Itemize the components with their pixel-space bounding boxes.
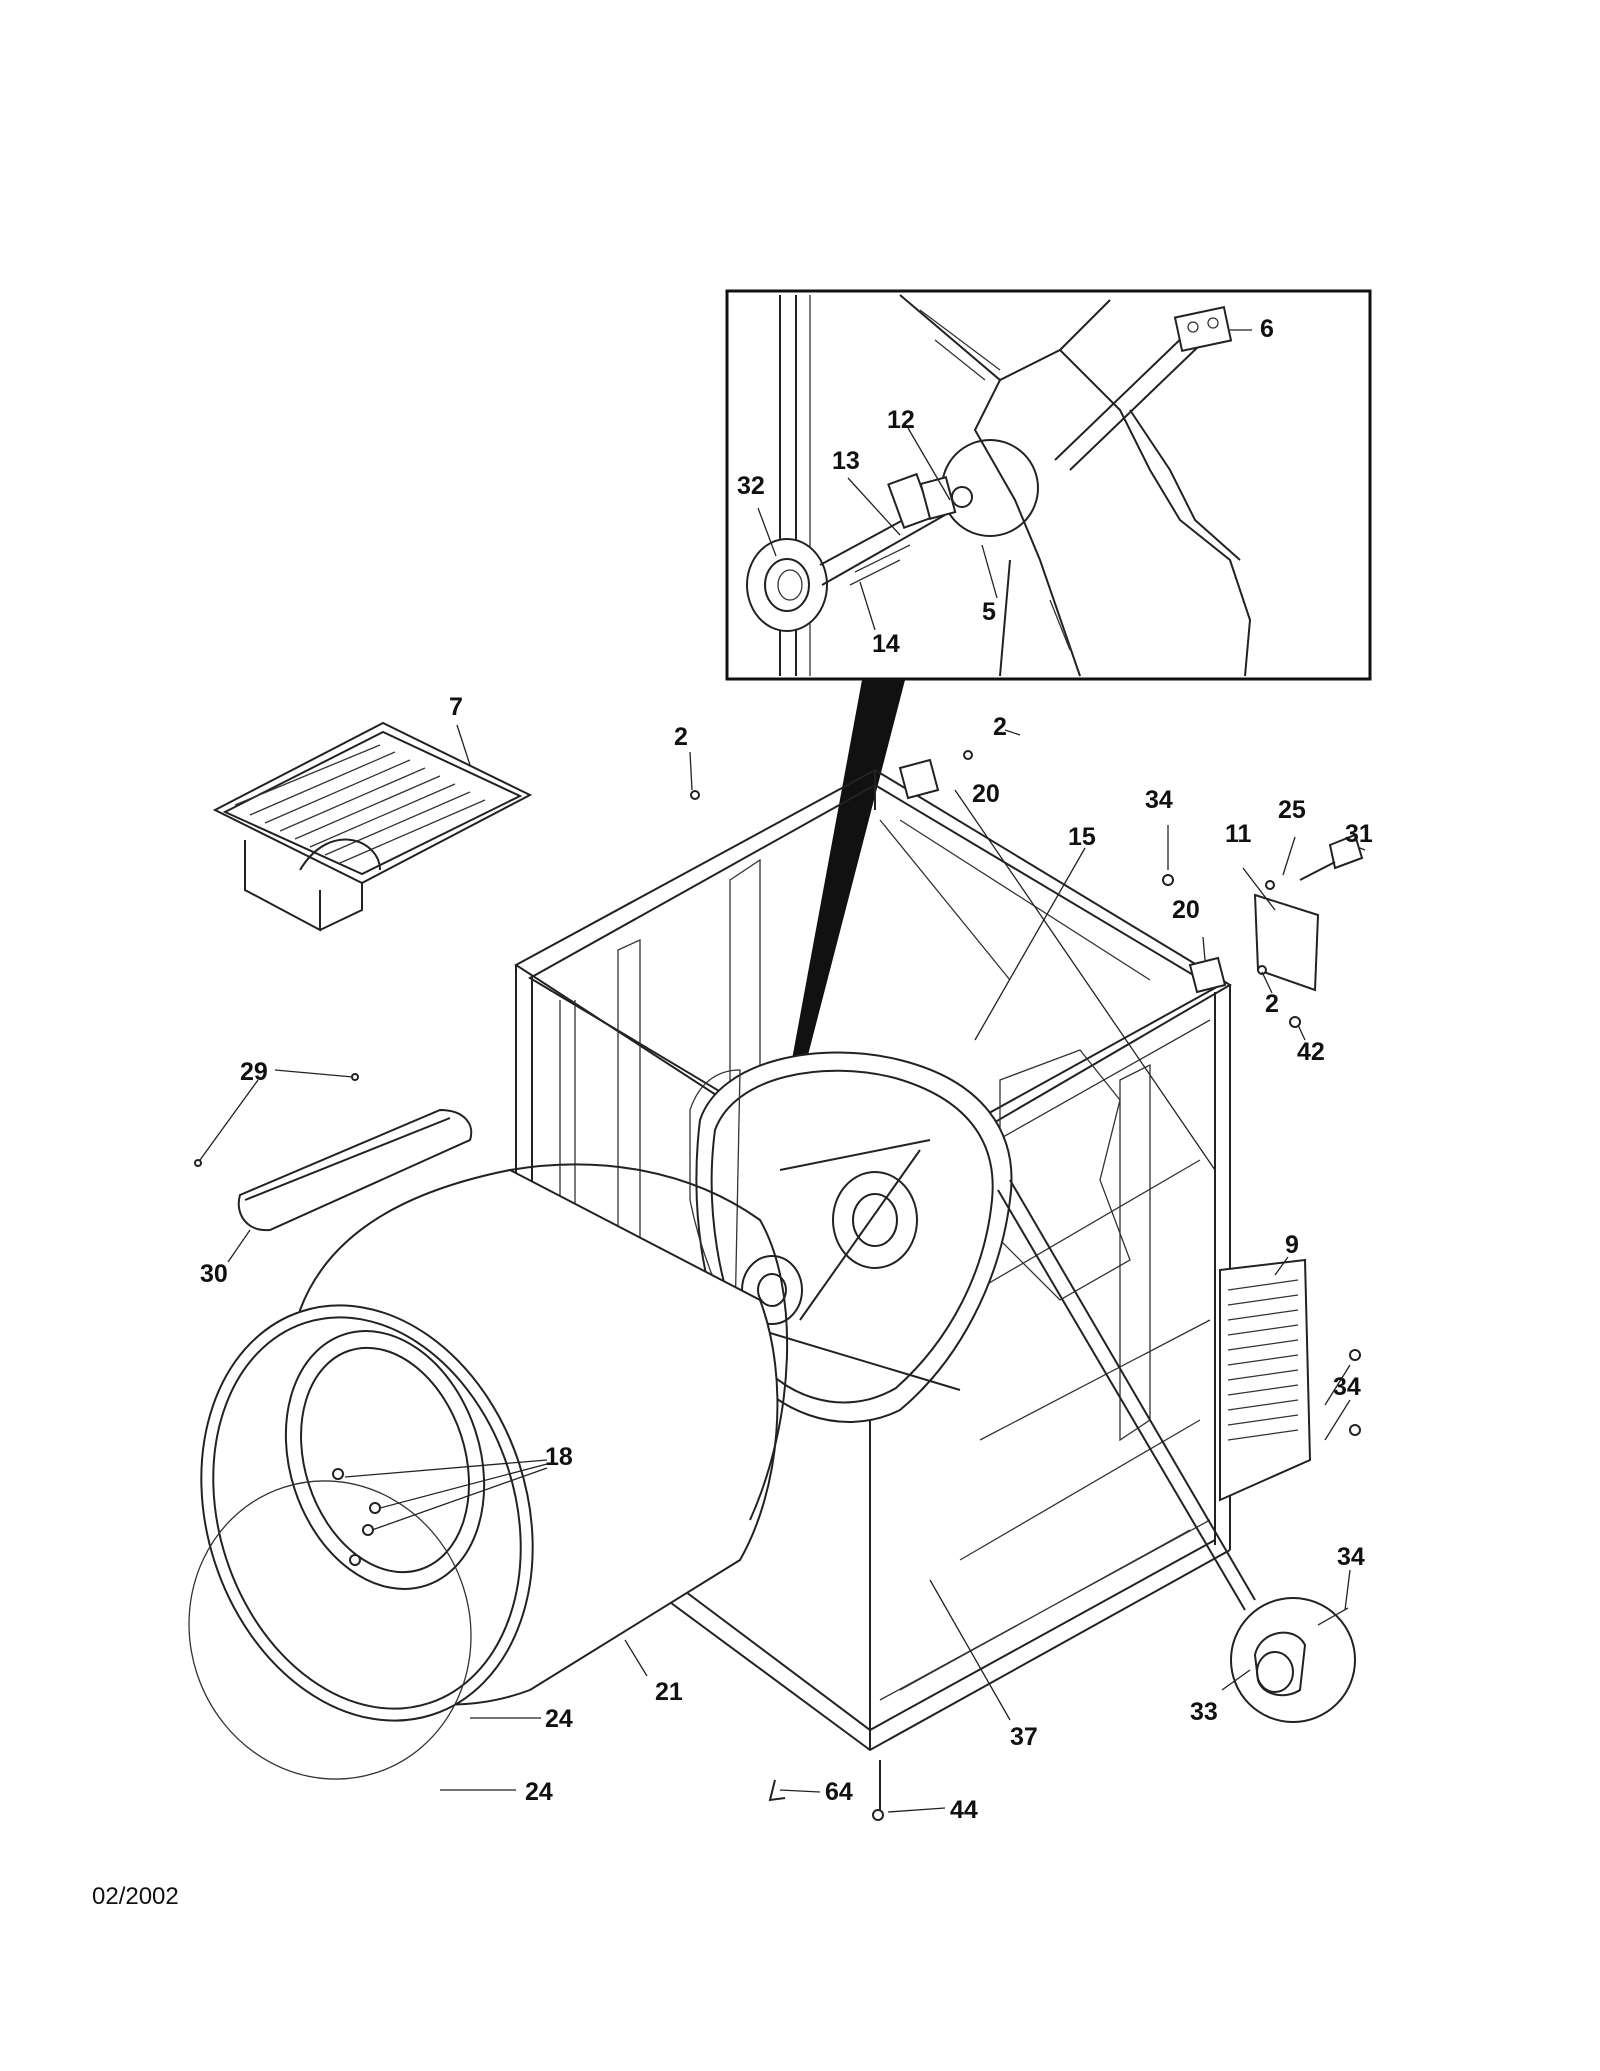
callout-44: 44 (950, 1796, 978, 1824)
revision-date: 02/2002 (92, 1883, 179, 1910)
callout-32: 32 (737, 472, 765, 500)
connector-31 (1328, 833, 1364, 870)
callout-11: 11 (1225, 820, 1252, 848)
callout-24-lower: 24 (525, 1778, 553, 1806)
vent-cover (194, 1073, 473, 1232)
callout-25: 25 (1278, 796, 1306, 824)
callout-15: 15 (1068, 823, 1096, 851)
screws (690, 750, 1301, 1821)
callout-14: 14 (872, 630, 900, 658)
drum (188, 1163, 789, 1780)
callout-37: 37 (1010, 1723, 1038, 1751)
callout-29: 29 (240, 1058, 268, 1086)
callout-5: 5 (982, 598, 996, 626)
callout-64: 64 (825, 1778, 853, 1806)
bracket-20-top (898, 758, 940, 800)
callout-12: 12 (887, 406, 915, 434)
callout-24-upper: 24 (545, 1705, 573, 1733)
callout-31: 31 (1345, 820, 1373, 848)
callout-20-top: 20 (972, 780, 1000, 808)
callout-34-right: 34 (1333, 1373, 1361, 1401)
rear-grille (1219, 1258, 1361, 1502)
inset-detail-box (725, 289, 1372, 681)
callout-34-top: 34 (1145, 786, 1173, 814)
callout-33: 33 (1190, 1698, 1218, 1726)
plate-11 (1253, 893, 1320, 992)
callout-labels: 6 12 13 32 14 5 7 2 2 20 34 15 25 11 31 … (200, 315, 1373, 1824)
bracket-20-right (1188, 956, 1227, 994)
callout-20-right: 20 (1172, 896, 1200, 924)
callout-2-left: 2 (674, 723, 688, 751)
drying-rack (212, 721, 533, 932)
callout-2-top: 2 (993, 713, 1007, 741)
callout-13: 13 (832, 447, 860, 475)
drum-rear-bulkhead (689, 1051, 1013, 1423)
callout-21: 21 (655, 1678, 683, 1706)
callout-34-bottom: 34 (1337, 1543, 1365, 1571)
callout-6: 6 (1260, 315, 1274, 343)
callout-18: 18 (545, 1443, 573, 1471)
callout-9: 9 (1285, 1231, 1299, 1259)
callout-30: 30 (200, 1260, 228, 1288)
callout-2-right: 2 (1265, 990, 1279, 1018)
callout-42: 42 (1297, 1038, 1325, 1066)
detail-circle-33 (1230, 1597, 1356, 1723)
leader-lines (199, 329, 1366, 1813)
callout-7: 7 (449, 693, 463, 721)
